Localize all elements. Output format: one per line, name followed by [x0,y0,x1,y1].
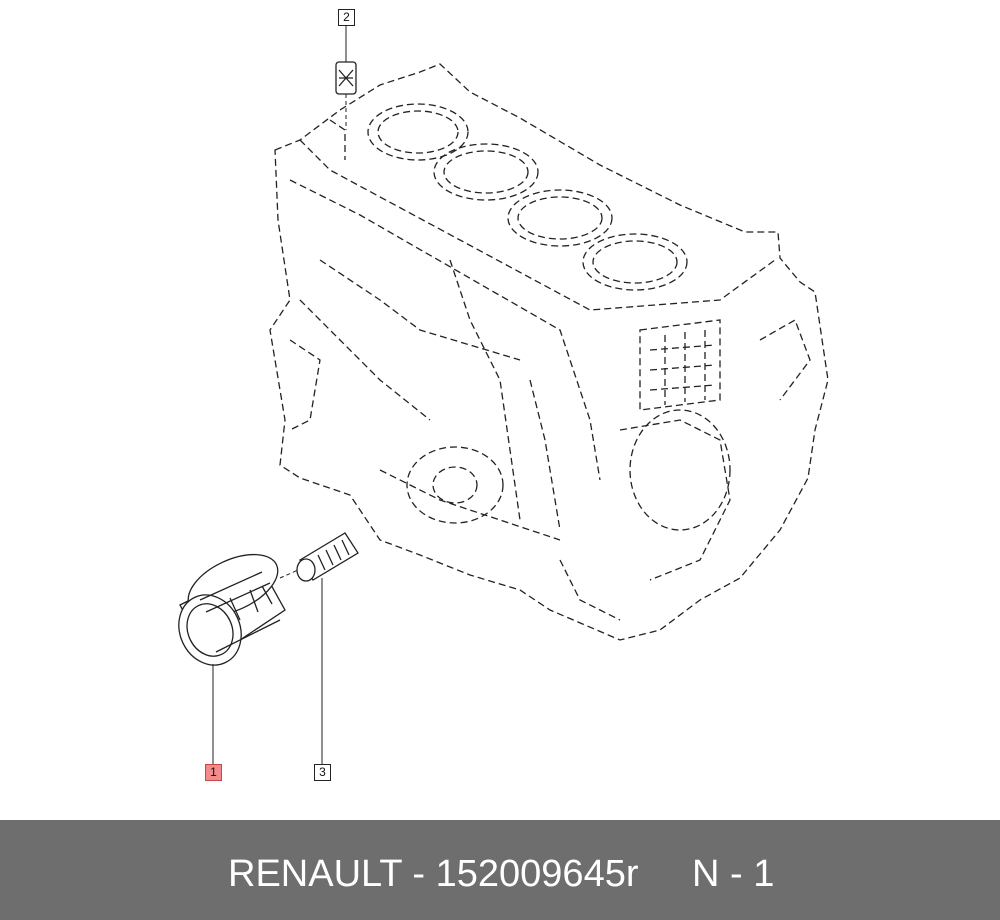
part-2-plug [335,26,357,130]
part-number-text: RENAULT - 152009645r [228,853,639,895]
callout-2[interactable]: 2 [338,9,355,26]
callout-2-label: 2 [343,10,350,24]
part-1-oil-filter [178,553,286,764]
quantity-text: N - 1 [692,853,775,895]
part-3-stud [279,532,359,764]
footer-bar: RENAULT - 152009645r N - 1 [0,820,1000,920]
callout-3[interactable]: 3 [314,764,331,781]
callout-1-label: 1 [210,765,217,779]
callout-3-label: 3 [319,765,326,779]
callout-1[interactable]: 1 [205,764,222,781]
parts-diagram [178,26,829,764]
cylinder-bores [367,103,688,291]
filter-mount [406,409,731,531]
engine-block [269,63,829,641]
